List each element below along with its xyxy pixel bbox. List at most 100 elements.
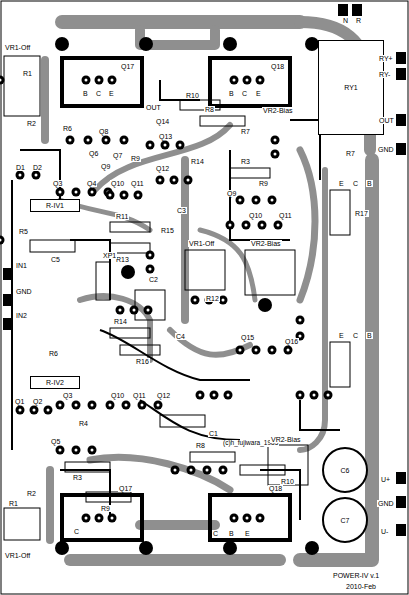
silkscreen-label: Q3 [62,392,73,399]
pad [243,514,252,523]
terminal-pad [396,143,406,155]
silkscreen-label: C2 [148,276,159,283]
silkscreen-label: C1 [208,430,219,437]
silkscreen-label: R8 [204,106,215,113]
pad [108,76,117,85]
mounting-holes [55,37,319,555]
pad [56,446,65,455]
silkscreen-label: R14 [190,158,205,165]
pad [146,265,155,274]
pad [230,76,239,85]
terminal-pad [352,4,362,16]
silkscreen-label: Q7 [112,152,123,159]
silkscreen-label: Q15 [240,334,255,341]
silkscreen-label: Q9 [100,163,111,170]
silkscreen-label: R14 [113,318,128,325]
pad [120,136,129,145]
pad [16,406,25,415]
silkscreen-label: R11 [115,213,129,220]
pad [154,401,163,410]
mounting-hole [121,265,135,279]
pad [258,221,267,230]
terminal-pad [396,114,406,126]
pad [310,391,319,400]
silkscreen-label: Q5 [50,438,61,445]
silkscreen-label: C3 [176,207,187,214]
pad [296,391,305,400]
pad [252,196,261,205]
silkscreen-label: Q1 [14,398,25,405]
pad [72,446,81,455]
silkscreen-label: Q11 [130,180,145,187]
silkscreen-label: GND [377,500,395,507]
pad [95,514,104,523]
pad [56,188,65,197]
pad [82,514,91,523]
pad [224,391,233,400]
pad [95,76,104,85]
pad [184,176,193,185]
silkscreen-label: D1 [15,164,26,171]
pad [271,136,280,145]
terminal-pad [3,318,13,330]
silkscreen-label: VR1-Off [4,44,31,51]
silkscreen-label: C [352,180,359,187]
pad [196,391,205,400]
silkscreen-label: R9 [100,505,111,512]
silkscreen-label: VR2-Bias [250,240,282,247]
pad [32,171,41,180]
pad [171,466,180,475]
silkscreen-label: B [228,530,235,537]
mounting-hole [55,541,69,555]
silkscreen-label: GND [15,288,33,295]
silkscreen-label: E [244,530,251,537]
silkscreen-label: R6 [62,125,73,132]
component-label: C6 [340,467,351,474]
pad [230,514,239,523]
silkscreen-label: RY- [378,71,391,78]
pad [120,191,129,200]
silkscreen-label: R [355,17,362,24]
silkscreen-label: B [228,90,235,97]
pad [144,306,153,315]
silkscreen-label: Q6 [88,150,99,157]
silkscreen-label: IN1 [15,262,28,269]
silkscreen-label: RY+ [378,55,394,62]
mounting-hole [223,37,237,51]
silkscreen-label: R9 [130,155,141,162]
silkscreen-label: E [338,180,345,187]
silkscreen-label: R9 [258,180,269,187]
silkscreen-label: B [366,332,373,339]
silkscreen-label: Q8 [98,128,109,135]
pad [88,446,97,455]
silkscreen-label: POWER-IV v.1 [332,572,380,579]
silkscreen-label: XP1 [102,252,117,259]
silkscreen-label: R6 [48,350,59,357]
silkscreen-label: Q4 [86,180,97,187]
silkscreen-label: R7 [240,128,251,135]
silkscreen-label: Q10 [110,180,125,187]
silkscreen-label: R1 [22,70,33,77]
pad [0,76,5,85]
silkscreen-label: C [95,90,102,97]
pad [88,401,97,410]
silkscreen-label: VR1-Off [188,240,215,247]
pad [30,406,39,415]
silkscreen-label: U- [380,528,389,535]
pad [106,191,115,200]
silkscreen-label: IN2 [15,312,28,319]
silkscreen-label: Q11 [278,212,293,219]
pad [134,191,143,200]
silkscreen-label: C [212,530,219,537]
pad [284,346,293,355]
silkscreen-label: Q3 [52,180,63,187]
component-label: R-IV2 [45,379,65,386]
silkscreen-label: R17 [354,210,369,217]
mounting-hole [223,541,237,555]
pad [219,296,228,305]
pad [296,316,305,325]
pad [16,171,25,180]
silkscreen-label: B [82,90,89,97]
pad [170,176,179,185]
